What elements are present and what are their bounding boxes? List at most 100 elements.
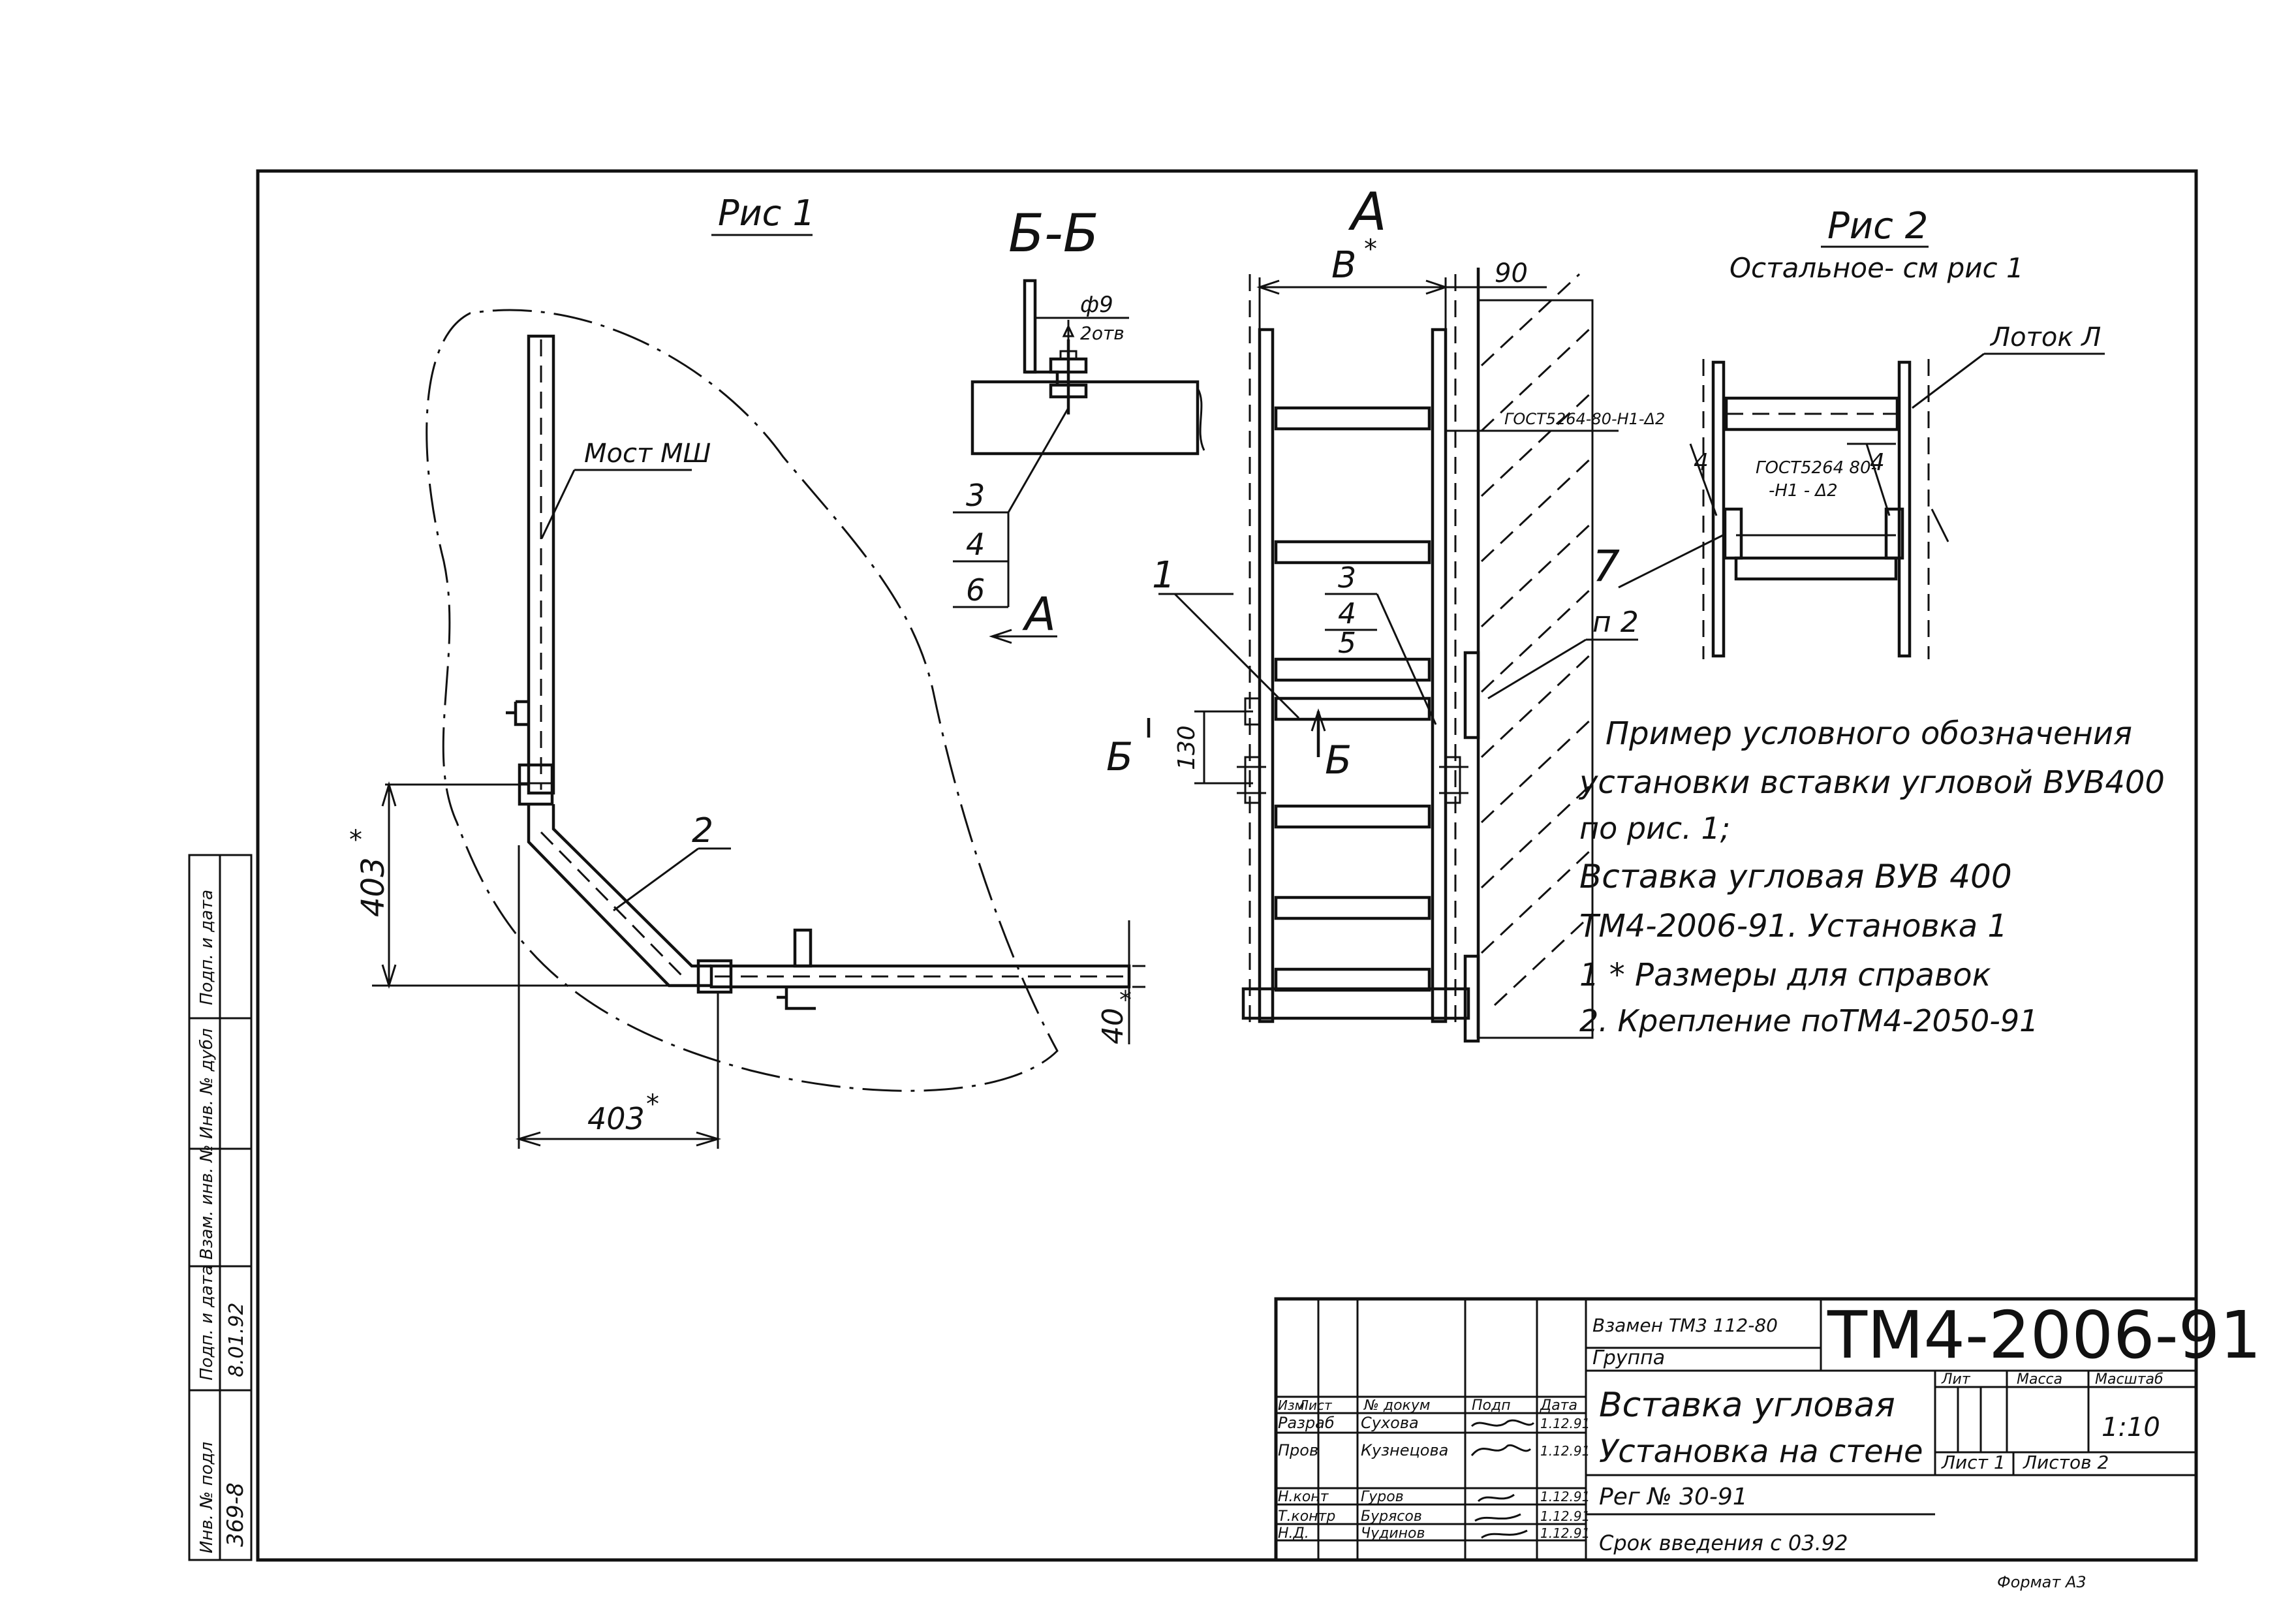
section-bb-callout-6: 6 [966, 572, 985, 608]
note-line-5: ТМ4-2006-91. Установка 1 [1579, 908, 2008, 944]
tb-scale: 1:10 [2102, 1412, 2160, 1442]
view-a-callout-5: 5 [1338, 627, 1356, 660]
tb-row5-name: Чудинов [1361, 1525, 1425, 1542]
tb-scale-label: Масштаб [2095, 1371, 2164, 1388]
fig2-weld-note-2: -Н1 - Δ2 [1769, 481, 1838, 501]
view-a-weld-note: ГОСТ5264-80-Н1-Δ2 [1504, 410, 1665, 428]
fig2-tray-label: Лоток Л [1989, 322, 2101, 352]
note-line-2: установки вставки угловой ВУВ400 [1578, 764, 2165, 801]
fig1-dim-small: 40 [1096, 1008, 1130, 1044]
wall-hatch [1480, 273, 1594, 1006]
view-a-callout-4: 4 [1338, 597, 1356, 631]
fig2-weld-leg-right: 4 [1870, 449, 1885, 476]
tb-mass-label: Масса [2017, 1371, 2062, 1388]
tb-title-line2: Установка на стене [1599, 1433, 1923, 1470]
view-a-part-p2: п 2 [1592, 606, 1639, 639]
side-label-3: Взам. инв. № [197, 1144, 217, 1260]
view-a-callout-3: 3 [1338, 561, 1356, 595]
fig1-dim-small-star: * [1119, 986, 1132, 1014]
tb-row3-role: Н.конт [1278, 1489, 1329, 1505]
tb-row2-date: 1.12.91 [1540, 1443, 1590, 1459]
tb-row5-date: 1.12.91 [1540, 1525, 1590, 1541]
note-line-4: Вставка угловая ВУВ 400 [1579, 858, 2012, 896]
notes: Пример условного обозначения установки в… [1578, 715, 2165, 1038]
title-block: Изм Лист № докум Подп Дата Разраб Суховa… [1274, 1297, 2261, 1562]
side-stamp: Подп. и дата Инв. № дубл Взам. инв. № По… [188, 854, 253, 1561]
view-a: А [1106, 181, 1665, 1043]
tb-sheets: Листов 2 [2023, 1452, 2109, 1473]
fig2: Рис 2 Остальное- см рис 1 Лоток Л ГОСТ52… [1592, 205, 2105, 659]
fig1-vertical-tray [527, 334, 555, 795]
tb-row1-role: Разраб [1278, 1414, 1335, 1432]
tb-sheet: Лист 1 [1941, 1452, 2006, 1473]
view-a-dim-130: 130 [1173, 725, 1200, 770]
side-inv-value: 369-8 [223, 1482, 249, 1547]
fig1-dim-horizontal-star: * [646, 1089, 659, 1119]
fig1-break-boundary [426, 309, 1059, 1092]
format-label: Формат А3 [1997, 1573, 2087, 1591]
note-line-6: 1 * Размеры для справок [1579, 957, 1991, 993]
section-bb-callout-4: 4 [966, 527, 985, 562]
section-bb-hole-dim: ф9 [1080, 292, 1113, 318]
fig1-corner-insert [527, 804, 711, 988]
tb-header-list: Лист [1298, 1397, 1333, 1413]
fig2-weld-note-1: ГОСТ5264 80- [1756, 458, 1877, 478]
tb-reg: Рег № 30-91 [1599, 1484, 1748, 1510]
side-label-4: Подп. и дата [197, 1265, 217, 1380]
side-label-2: Инв. № дубл [197, 1028, 217, 1139]
side-label-1: Подп. и дата [197, 890, 217, 1005]
tb-row3-date: 1.12.91 [1540, 1489, 1590, 1504]
fig1-bridge-label: Мост МШ [584, 439, 711, 469]
fig2-subtitle: Остальное- см рис 1 [1730, 252, 2024, 284]
tb-row3-name: Гуров [1361, 1489, 1404, 1505]
tb-title-line1: Вставка угловая [1599, 1386, 1895, 1425]
tb-row1-date: 1.12.91 [1540, 1416, 1590, 1431]
tb-header-sign: Подп [1472, 1397, 1511, 1414]
tb-lit-label: Лит [1941, 1371, 1971, 1388]
fig1-title: Рис 1 [718, 193, 815, 234]
fig2-weld-leg-left: 4 [1694, 449, 1709, 476]
tb-doc-number: ТМ4-2006-91 [1827, 1297, 2261, 1373]
note-line-7: 2. Крепление поТМ4-2050-91 [1579, 1003, 2038, 1038]
section-bb-callout-3: 3 [966, 478, 985, 513]
view-a-width-dim: В [1331, 244, 1356, 287]
view-a-offset-dim: 90 [1495, 258, 1528, 288]
section-bb-title: Б-Б [1008, 203, 1099, 264]
view-a-bolts [1237, 697, 1468, 804]
fig1-part-2: 2 [692, 811, 713, 850]
view-a-part-1: 1 [1152, 554, 1175, 597]
tb-row4-role: Т.контр [1278, 1508, 1335, 1525]
tb-replaces: Взамен ТМ3 112-80 [1592, 1315, 1778, 1336]
tb-header-date: Дата [1540, 1397, 1577, 1414]
tb-row2-name: Кузнецова [1361, 1441, 1448, 1459]
fig1-dim-horizontal: 403 [587, 1101, 645, 1136]
view-a-section-mark-left: Б [1106, 734, 1133, 780]
view-a-width-star: * [1364, 234, 1377, 264]
section-bb-hole-note: 2отв [1080, 322, 1125, 344]
side-label-5: Инв. № подл [197, 1442, 217, 1553]
tb-row2-role: Пров [1278, 1441, 1318, 1459]
tb-header-doc: № докум [1363, 1397, 1430, 1414]
fig2-part-7: 7 [1592, 541, 1620, 591]
section-bb-view-arrow: А [1022, 587, 1056, 641]
sheet-frame [256, 169, 2198, 1562]
tb-row1-name: Суховa [1361, 1414, 1419, 1432]
side-date-value: 8.01.92 [225, 1302, 248, 1377]
view-a-section-mark-right: Б [1325, 738, 1352, 783]
fig1: Рис 1 2 Мост МШ 403 * [349, 193, 1145, 1149]
view-a-title: А [1348, 181, 1387, 242]
note-line-1: Пример условного обозначения [1606, 715, 2132, 752]
fig2-title: Рис 2 [1827, 205, 1928, 247]
fig1-dim-vertical-star: * [349, 825, 362, 855]
tb-group: Группа [1592, 1347, 1665, 1369]
tb-row4-date: 1.12.91 [1540, 1508, 1590, 1524]
tb-row4-name: Бурясов [1361, 1508, 1422, 1525]
tb-intro: Срок введения с 03.92 [1599, 1531, 1848, 1555]
note-line-3: по рис. 1; [1579, 811, 1730, 846]
tb-row5-role: Н.Д. [1278, 1525, 1309, 1542]
view-a-rungs [1274, 406, 1431, 992]
section-bb: Б-Б ф9 2отв 3 4 6 А [953, 203, 1205, 644]
tb-header-izm: Изм [1278, 1397, 1305, 1413]
fig1-dim-vertical: 403 [355, 857, 392, 917]
